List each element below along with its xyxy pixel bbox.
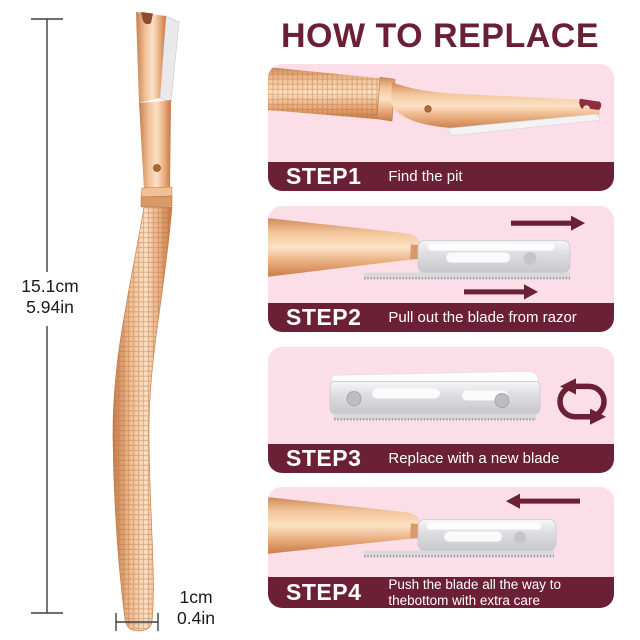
arrow-right-icon: [464, 284, 538, 300]
razor-photo-vertical: [112, 12, 180, 632]
arrow-left-icon: [506, 493, 580, 509]
replacement-blade-photo: [329, 370, 607, 425]
step2-caption: Pull out the blade from razor: [388, 309, 577, 326]
page-title: HOW TO REPLACE: [280, 17, 600, 55]
width-in-value: 0.4in: [177, 608, 215, 628]
step4-caption-line2: thebottom with extra care: [388, 592, 540, 608]
step1-bar: STEP1 Find the pit: [268, 162, 614, 191]
height-dimension-label: 15.1cm 5.94in: [6, 276, 94, 318]
arrow-right-icon: [511, 215, 585, 231]
step2-label: STEP2: [286, 304, 362, 330]
height-cm-value: 15.1cm: [21, 276, 79, 296]
step4-bar: STEP4 Push the blade all the way to theb…: [268, 577, 614, 608]
step1-label: STEP1: [286, 163, 362, 189]
rotate-cycle-icon: [557, 378, 607, 425]
height-dimension-line: [31, 18, 63, 614]
step3-bar: STEP3 Replace with a new blade: [268, 444, 614, 473]
width-dimension-line: [115, 613, 159, 631]
height-in-value: 5.94in: [26, 297, 74, 317]
step3-panel: STEP3 Replace with a new blade: [268, 347, 614, 473]
step1-panel: STEP1 Find the pit: [268, 64, 614, 191]
step3-caption: Replace with a new blade: [388, 450, 560, 467]
step4-label: STEP4: [286, 579, 362, 605]
step3-label: STEP3: [286, 445, 362, 471]
width-dimension-label: 1cm 0.4in: [163, 587, 229, 629]
step4-photo: [268, 487, 614, 577]
blade-pushed-in-photo: [268, 493, 580, 558]
step3-photo: [268, 347, 614, 444]
step1-caption: Find the pit: [388, 168, 463, 185]
step2-bar: STEP2 Pull out the blade from razor: [268, 303, 614, 332]
pit-notch: [579, 98, 602, 110]
step2-panel: STEP2 Pull out the blade from razor: [268, 206, 614, 332]
step4-panel: STEP4 Push the blade all the way to theb…: [268, 487, 614, 608]
step1-photo: [268, 64, 614, 162]
step4-caption: Push the blade all the way to thebottom …: [388, 577, 561, 608]
razor-head-with-pit-photo: [268, 67, 602, 136]
step4-caption-line1: Push the blade all the way to: [388, 576, 561, 592]
width-cm-value: 1cm: [179, 587, 213, 607]
product-dimension-figure: [31, 12, 180, 632]
step2-photo: [268, 206, 614, 303]
blade-sliding-out-photo: [268, 215, 585, 300]
